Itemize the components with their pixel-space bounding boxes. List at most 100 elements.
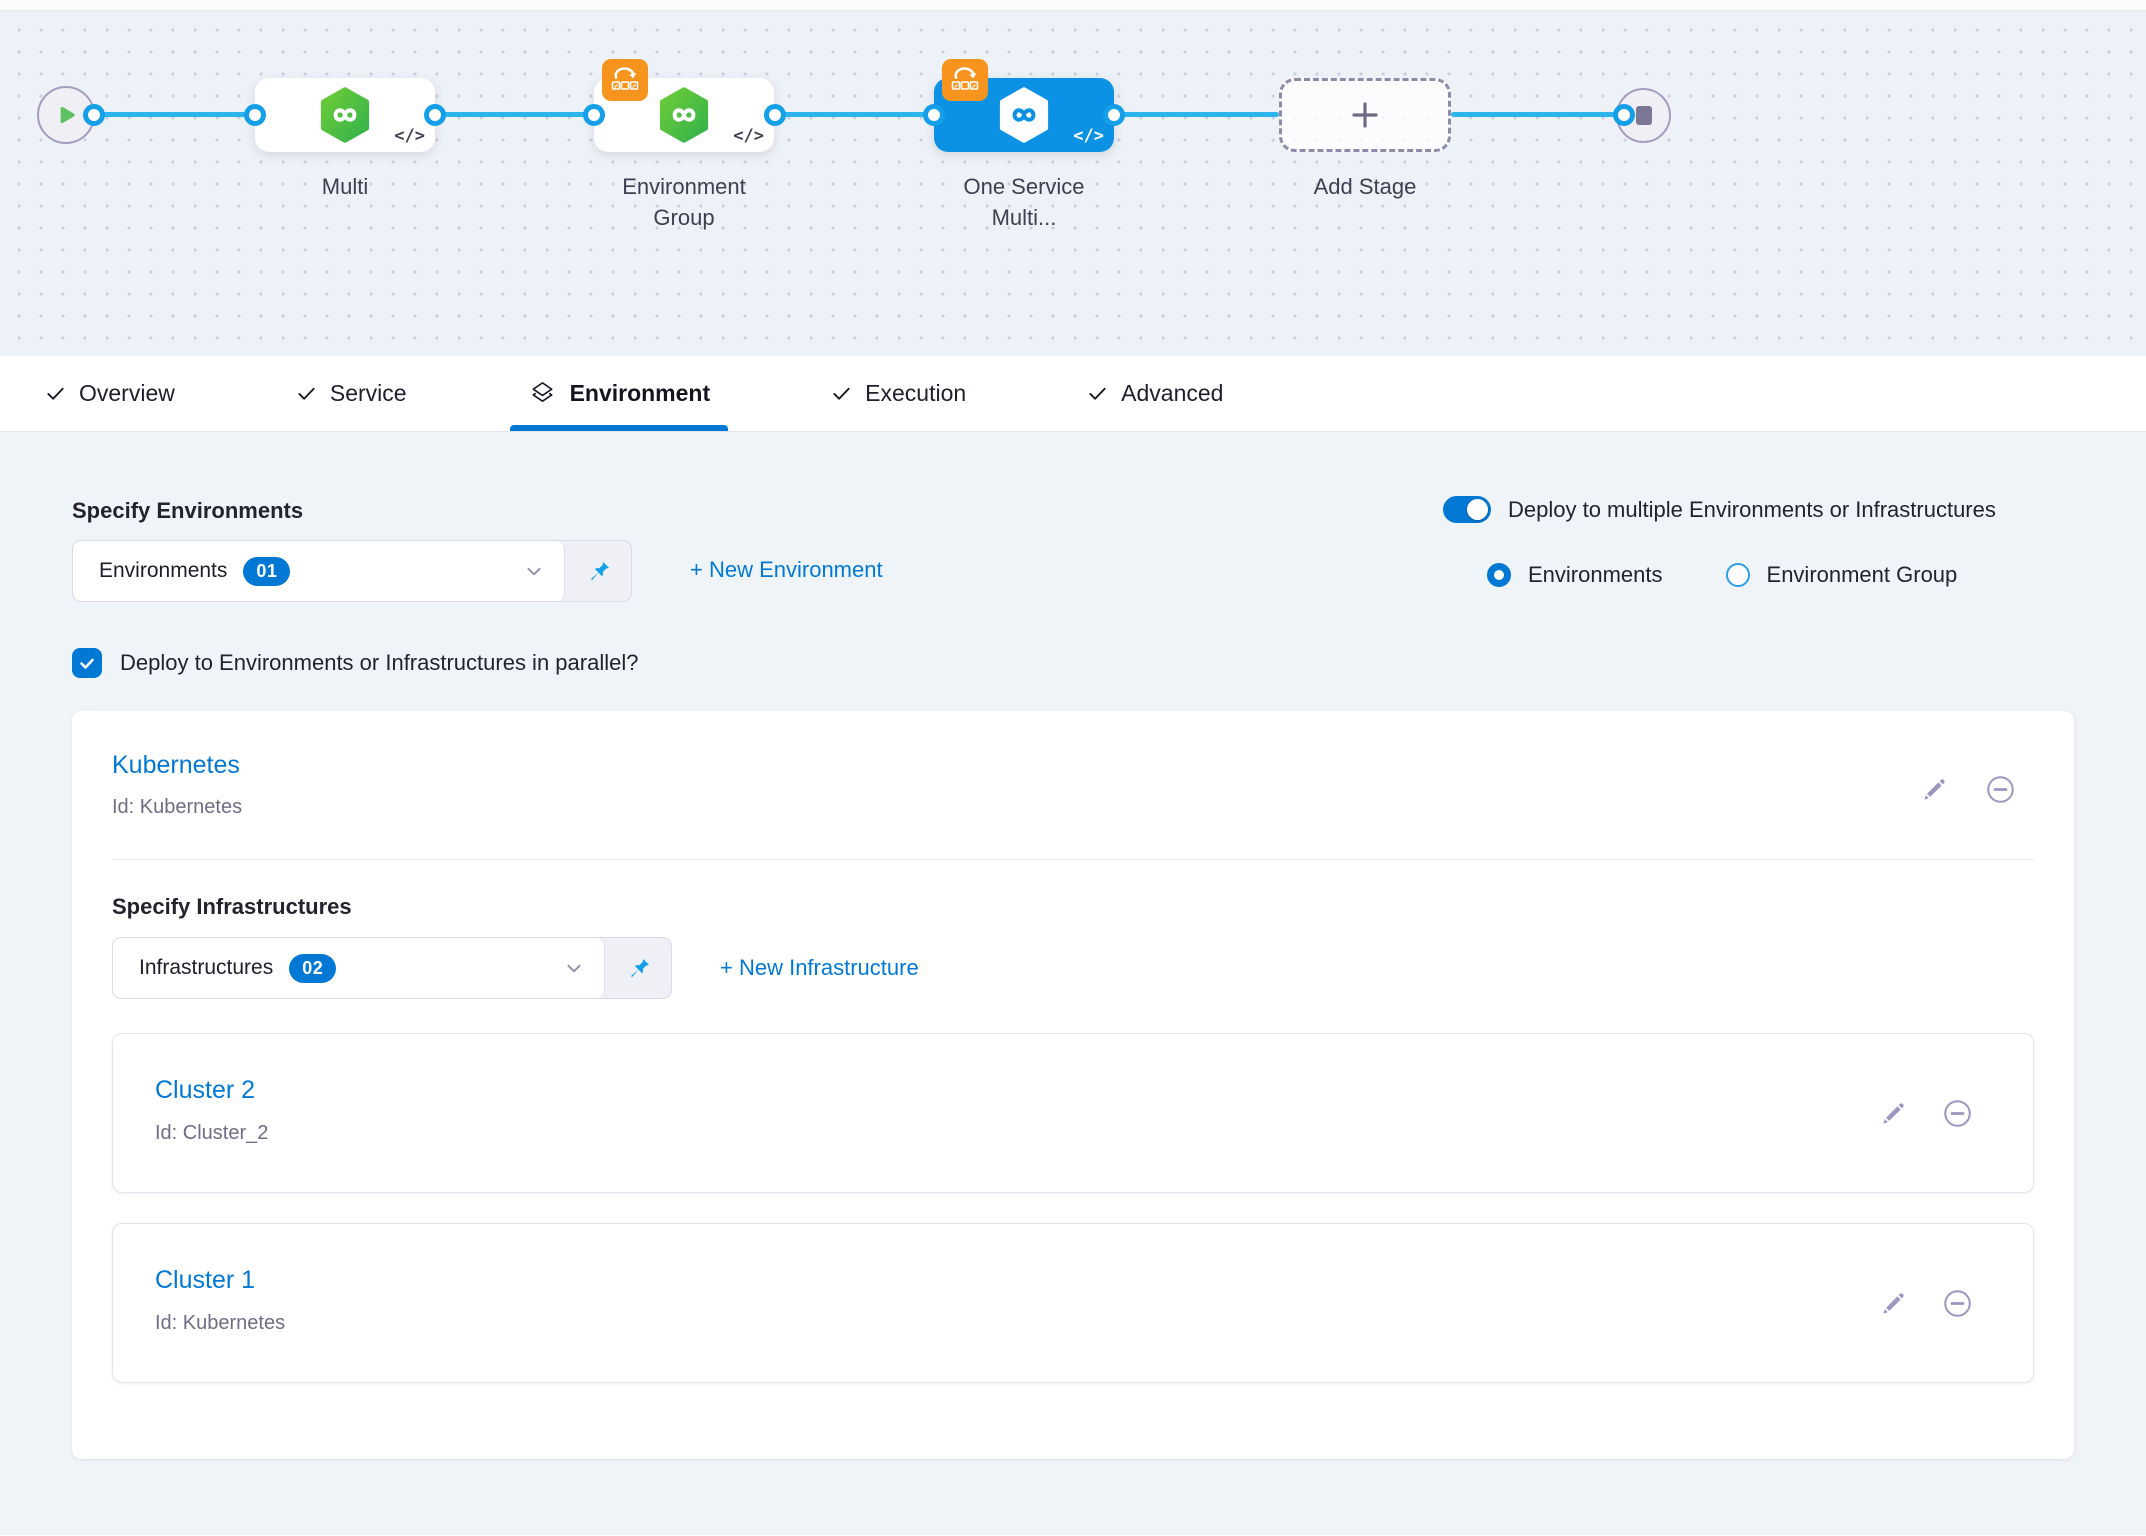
code-icon: </> [1073,126,1104,146]
play-icon [60,106,75,124]
harness-service-icon [659,87,709,143]
pencil-icon [1882,1102,1904,1124]
minus-circle-icon [1943,1099,1971,1127]
infrastructure-card-cluster-1: Cluster 1 Id: Kubernetes [112,1223,2034,1383]
environment-card: Kubernetes Id: Kubernetes Specify Infras… [72,711,2074,1459]
pushpin-icon [590,560,609,580]
radio-environment-group[interactable] [1725,563,1750,587]
plus-icon [1352,102,1378,128]
tab-execution[interactable]: Execution [813,356,984,431]
new-environment-link[interactable]: + New Environment [690,557,883,582]
connector-point [583,104,605,126]
pushpin-icon [630,957,649,977]
tab-label: Service [329,380,407,406]
remove-environment-button[interactable] [1982,771,2018,807]
stage-label-multi: Multi [321,174,369,199]
parallel-deploy-checkbox[interactable] [72,648,102,678]
check-icon [1089,387,1106,400]
code-icon: </> [733,126,764,146]
minus-circle-icon [1986,775,2014,803]
pipeline-canvas: </> </> [0,11,2146,356]
stage-node-one-service-multi[interactable]: </> [934,59,1114,152]
stop-icon [1635,106,1652,125]
infrastructures-count-badge: 02 [289,953,337,983]
connector-point [244,104,266,126]
stage-label-environment-group: Environment Group [622,174,746,230]
check-icon [80,658,94,669]
pipeline-edge [1451,112,1624,117]
environments-dropdown-main[interactable]: Environments 01 [73,541,565,601]
infrastructures-dropdown[interactable]: Infrastructures 02 [112,937,672,999]
radio-environment-group-label: Environment Group [1766,562,1958,587]
infrastructure-name-link[interactable]: Cluster 2 [155,1076,256,1104]
environments-dropdown-value: Environments [99,559,228,582]
environment-layers-icon [532,382,553,403]
check-icon [298,387,315,400]
remove-infrastructure-button[interactable] [1939,1285,1975,1321]
tab-advanced[interactable]: Advanced [1069,356,1241,431]
environment-id-text: Id: Kubernetes [112,796,243,818]
tab-label: Advanced [1121,380,1224,406]
tab-label: Environment [569,380,711,406]
stage-node-multi[interactable]: </> [255,78,435,152]
pipeline-edge [94,112,255,117]
tab-label: Overview [79,380,175,406]
connector-point [923,104,945,126]
infrastructures-dropdown-value: Infrastructures [139,956,274,979]
environment-type-radio-row: Environments Environment Group [1487,562,1957,588]
infrastructure-id-text: Id: Kubernetes [155,1312,286,1334]
tab-environment[interactable]: Environment [509,356,729,431]
parallel-deploy-row: Deploy to Environments or Infrastructure… [72,648,638,678]
connector-point [764,104,786,126]
tab-service[interactable]: Service [278,356,425,431]
deploy-multiple-toggle-label: Deploy to multiple Environments or Infra… [1508,496,1996,522]
looping-strategy-icon [602,59,648,101]
card-divider [112,859,2034,860]
tab-overview[interactable]: Overview [27,356,193,431]
pin-button[interactable] [565,541,631,601]
infrastructure-name-link[interactable]: Cluster 1 [155,1266,256,1294]
pipeline-edge [1114,112,1279,117]
specify-environments-label: Specify Environments [72,498,304,523]
minus-circle-icon [1943,1289,1971,1317]
harness-service-icon [999,87,1049,143]
edit-environment-button[interactable] [1916,771,1952,807]
parallel-deploy-label: Deploy to Environments or Infrastructure… [120,650,639,675]
environment-tab-panel: Specify Environments Deploy to multiple … [0,432,2146,1535]
pin-button[interactable] [605,938,671,998]
pipeline-edge [775,112,934,117]
add-stage-label: Add Stage [1313,174,1417,199]
environments-dropdown[interactable]: Environments 01 [72,540,632,602]
radio-environments-label: Environments [1528,562,1663,587]
check-icon [833,387,850,400]
chevron-down-icon [564,958,584,978]
infrastructure-id-text: Id: Cluster_2 [155,1122,269,1144]
chevron-down-icon [524,561,544,581]
connector-point [83,104,105,126]
edit-infrastructure-button[interactable] [1875,1095,1911,1131]
infrastructure-card-cluster-2: Cluster 2 Id: Cluster_2 [112,1033,2034,1193]
remove-infrastructure-button[interactable] [1939,1095,1975,1131]
stage-label-one-service-multi: One Service Multi... [963,174,1085,230]
tab-label: Execution [865,380,967,406]
environments-count-badge: 01 [243,556,291,586]
new-infrastructure-link[interactable]: + New Infrastructure [720,955,919,980]
infrastructures-dropdown-main[interactable]: Infrastructures 02 [113,938,605,998]
deploy-multiple-toggle-row: Deploy to multiple Environments or Infra… [1443,496,1996,523]
looping-strategy-icon [942,59,988,101]
toggle-knob [1467,499,1488,520]
check-icon [47,387,64,400]
radio-environments[interactable] [1487,563,1511,587]
pipeline-edge [435,112,594,117]
code-icon: </> [394,126,425,146]
harness-service-icon [320,87,370,143]
edit-infrastructure-button[interactable] [1875,1285,1911,1321]
connector-point [1613,104,1635,126]
pencil-icon [1882,1292,1904,1314]
add-stage-button[interactable] [1279,78,1451,152]
deploy-multiple-toggle[interactable] [1443,496,1491,523]
stage-tabbar: Overview Service Environment Execution A… [0,356,2146,432]
stage-node-environment-group[interactable]: </> [594,59,774,152]
top-divider [0,0,2146,11]
environment-name-link[interactable]: Kubernetes [112,751,240,779]
